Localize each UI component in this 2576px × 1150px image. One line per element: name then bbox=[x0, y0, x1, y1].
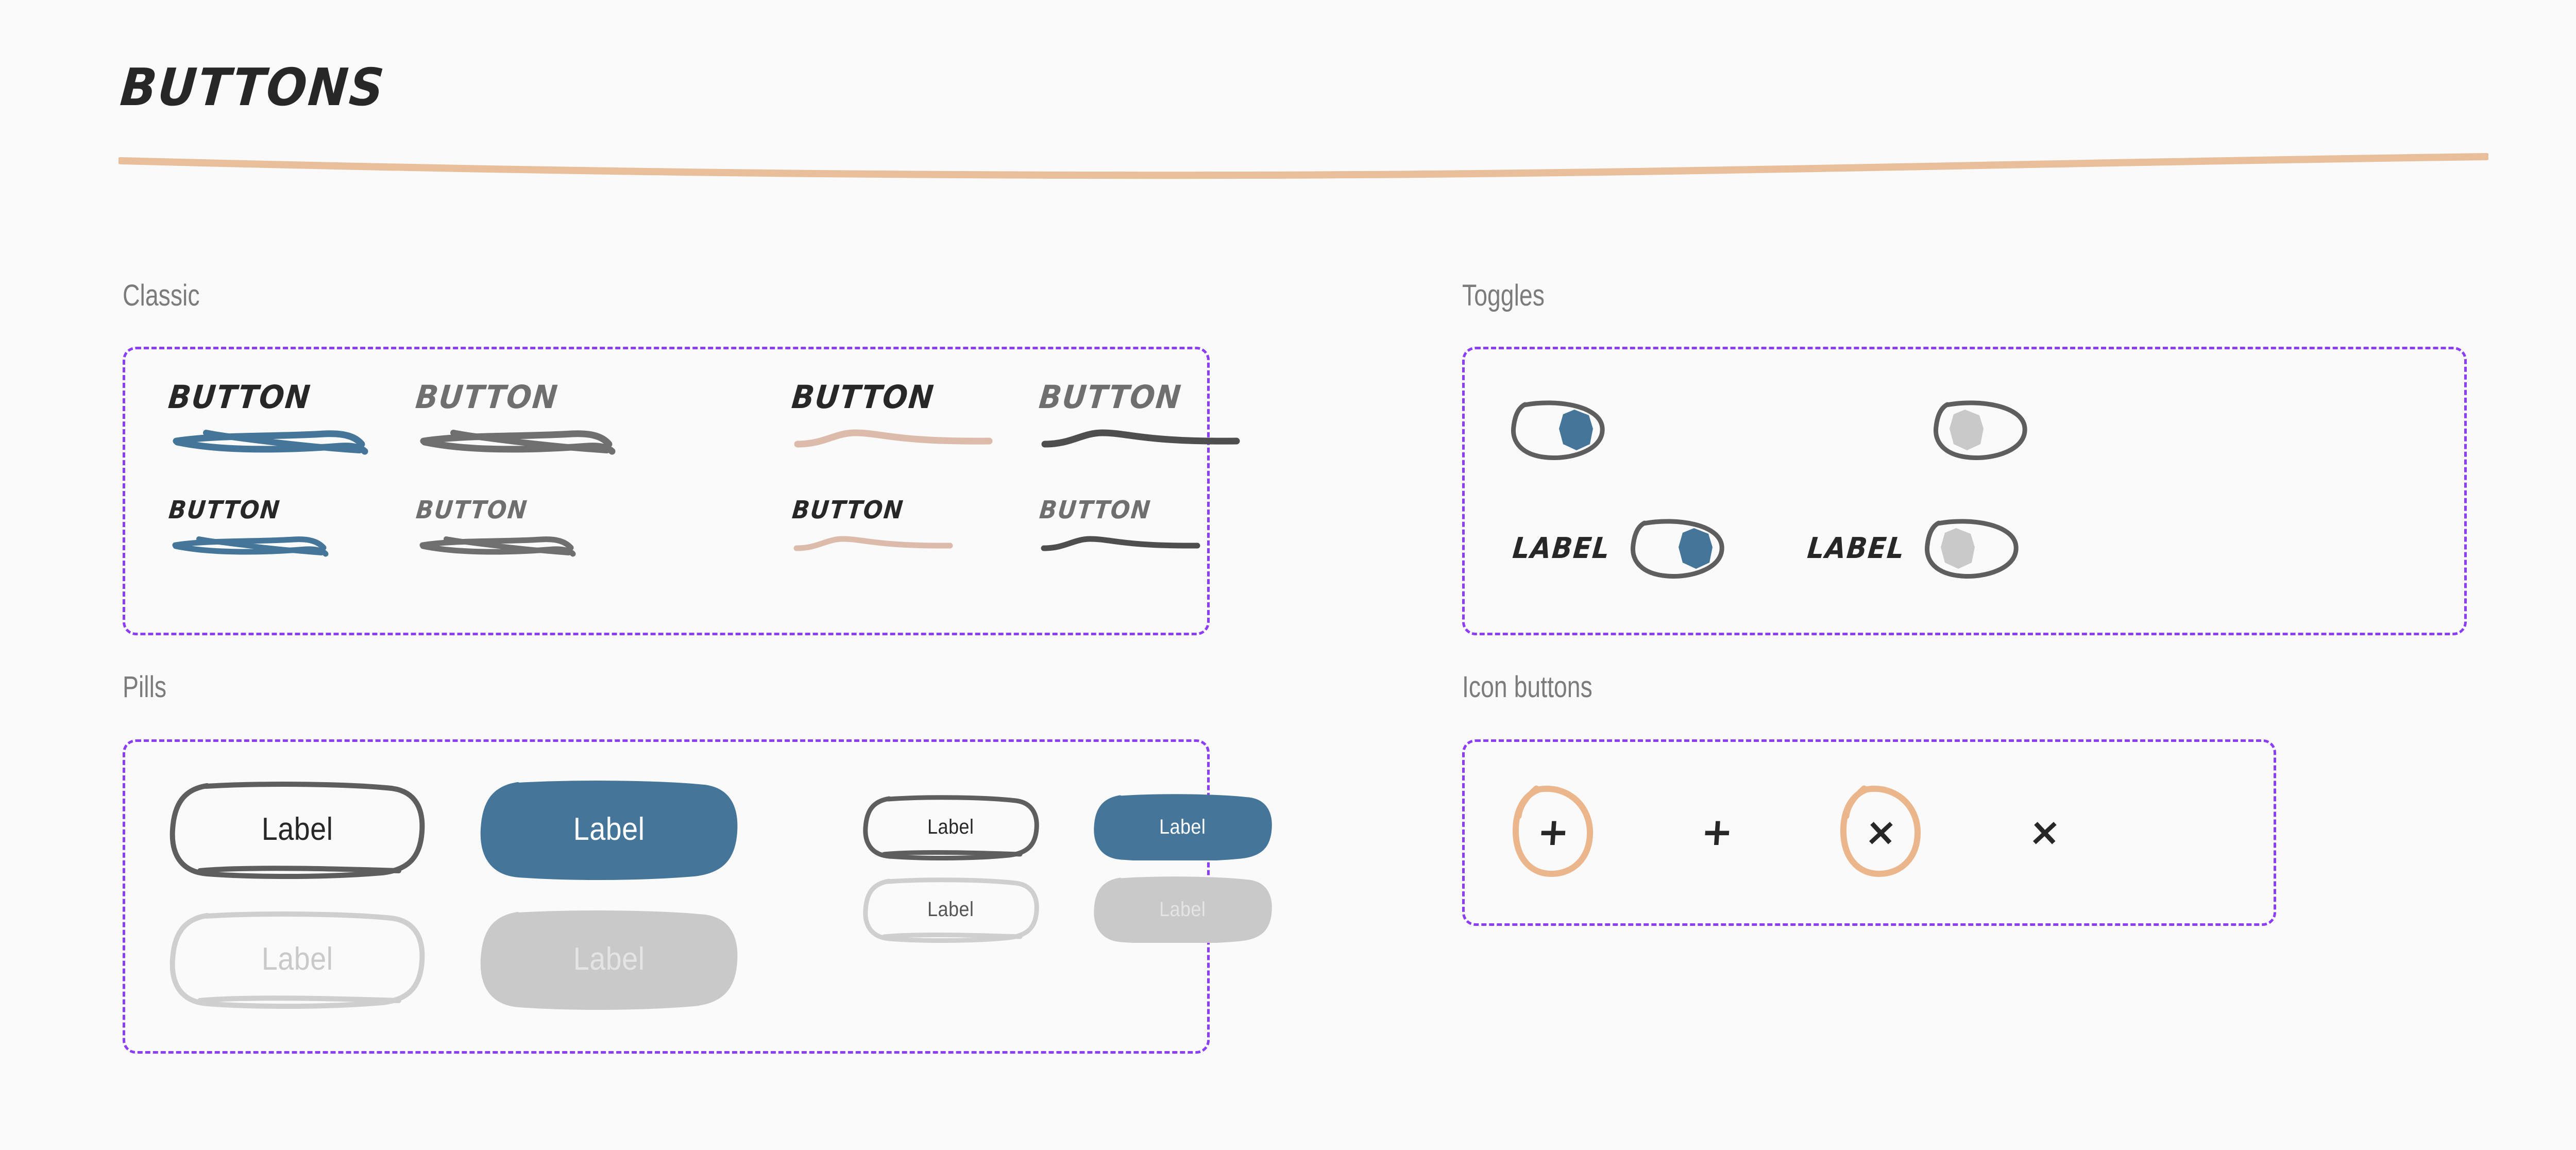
classic-button-label: BUTTON bbox=[1038, 496, 1153, 525]
toggle-label: LABEL bbox=[1511, 532, 1612, 565]
icon-buttons-frame bbox=[1462, 739, 2276, 926]
toggle-track-off bbox=[1925, 519, 2019, 579]
section-label-toggles: Toggles bbox=[1462, 279, 1545, 312]
pill-filled-default[interactable]: Label bbox=[478, 778, 740, 881]
classic-button-small-disabled: BUTTON bbox=[1038, 496, 1288, 589]
close-icon: × bbox=[2027, 810, 2063, 854]
pill-outline-shape bbox=[170, 782, 425, 879]
wave-underline-icon bbox=[1041, 421, 1288, 463]
toggle-label: LABEL bbox=[1805, 532, 1907, 565]
classic-button-label: BUTTON bbox=[166, 378, 313, 416]
icon-button-close-bare[interactable]: × bbox=[1996, 783, 2094, 881]
classic-button-label: BUTTON bbox=[167, 496, 282, 525]
pill-label: Label bbox=[1159, 816, 1206, 838]
toggle-track-on bbox=[1511, 400, 1605, 461]
toggle-knob bbox=[1678, 528, 1713, 569]
toggle-knob bbox=[1941, 528, 1975, 569]
classic-button-label: BUTTON bbox=[790, 496, 905, 525]
pill-outline-shape bbox=[863, 795, 1039, 860]
section-label-pills: Pills bbox=[123, 670, 167, 704]
pill-small-filled-default[interactable]: Label bbox=[1092, 793, 1273, 860]
pill-row-large-1: Label Label bbox=[166, 778, 740, 881]
icon-button-row: + + × × bbox=[1504, 783, 2094, 881]
classic-button-disabled: BUTTON bbox=[1037, 378, 1288, 473]
pill-row-small-1: Label Label bbox=[860, 793, 1273, 860]
pill-filled-shape bbox=[480, 781, 738, 880]
classic-button-label: BUTTON bbox=[414, 378, 560, 416]
classic-button[interactable]: BUTTON bbox=[166, 378, 417, 473]
pill-filled-shape bbox=[1094, 876, 1272, 943]
classic-button-small[interactable]: BUTTON bbox=[167, 496, 417, 589]
classic-button-label: BUTTON bbox=[414, 496, 529, 525]
pill-label: Label bbox=[261, 941, 333, 977]
plus-icon: + bbox=[1699, 810, 1735, 854]
title-divider bbox=[117, 149, 2490, 180]
toggles-frame bbox=[1462, 347, 2467, 635]
toggle-knob bbox=[1559, 410, 1593, 450]
pill-label: Label bbox=[927, 816, 974, 838]
toggle-labeled-on[interactable]: LABEL bbox=[1509, 515, 1731, 582]
pill-label: Label bbox=[573, 941, 645, 977]
pill-outline-shape bbox=[170, 911, 425, 1009]
circle-ring-icon bbox=[1840, 785, 1921, 877]
classic-button-label: BUTTON bbox=[790, 378, 936, 416]
wave-underline-icon bbox=[793, 421, 1041, 463]
pill-label: Label bbox=[261, 811, 333, 847]
scribble-underline-icon bbox=[170, 530, 417, 563]
pill-filled-disabled: Label bbox=[478, 908, 740, 1011]
circle-ring-icon bbox=[1512, 785, 1594, 877]
section-label-classic: Classic bbox=[123, 279, 200, 312]
pill-label: Label bbox=[1159, 898, 1206, 921]
toggle-track-on bbox=[1630, 519, 1724, 579]
toggle-track-off bbox=[1934, 400, 2027, 461]
pill-filled-shape bbox=[480, 910, 738, 1010]
toggle-on[interactable] bbox=[1509, 397, 1612, 464]
toggle-row-labeled: LABEL LABEL bbox=[1509, 515, 2025, 582]
section-label-icon-buttons: Icon buttons bbox=[1462, 670, 1592, 704]
toggle-off[interactable] bbox=[1931, 397, 2034, 464]
icon-button-plus-ringed[interactable]: + bbox=[1504, 783, 1602, 881]
pill-label: Label bbox=[573, 811, 645, 847]
classic-button-label: BUTTON bbox=[1037, 378, 1183, 416]
toggle-labeled-off[interactable]: LABEL bbox=[1803, 515, 2026, 582]
wave-underline-icon bbox=[1041, 530, 1288, 563]
classic-button[interactable]: BUTTON bbox=[790, 378, 1041, 473]
wave-underline-icon bbox=[793, 530, 1041, 563]
scribble-underline-icon bbox=[417, 421, 665, 463]
page-title: BUTTONS bbox=[118, 57, 387, 117]
close-icon: × bbox=[1863, 810, 1899, 854]
classic-button-disabled: BUTTON bbox=[414, 378, 665, 473]
scribble-underline-icon bbox=[417, 530, 665, 563]
pill-filled-shape bbox=[1094, 794, 1272, 860]
icon-button-close-ringed[interactable]: × bbox=[1832, 783, 1930, 881]
classic-button-grid: BUTTON BUTTON BUTTON bbox=[166, 378, 1288, 589]
classic-button-small[interactable]: BUTTON bbox=[790, 496, 1041, 589]
pill-small-filled-disabled: Label bbox=[1092, 876, 1273, 943]
classic-button-small-disabled: BUTTON bbox=[414, 496, 665, 589]
pill-label: Label bbox=[927, 898, 974, 921]
classic-frame bbox=[123, 347, 1210, 635]
pill-small-outline-disabled: Label bbox=[860, 876, 1041, 943]
pill-outline-default[interactable]: Label bbox=[166, 778, 429, 881]
plus-icon: + bbox=[1535, 810, 1571, 854]
scribble-underline-icon bbox=[170, 421, 417, 463]
pill-outline-disabled: Label bbox=[166, 908, 429, 1011]
pill-outline-shape bbox=[863, 877, 1039, 943]
pill-small-outline-default[interactable]: Label bbox=[860, 793, 1041, 860]
pill-row-large-2: Label Label bbox=[166, 908, 740, 1011]
icon-button-plus-bare[interactable]: + bbox=[1668, 783, 1766, 881]
toggle-knob bbox=[1950, 410, 1984, 450]
pill-row-small-2: Label Label bbox=[860, 876, 1273, 943]
toggle-row-unlabeled bbox=[1509, 397, 2034, 464]
